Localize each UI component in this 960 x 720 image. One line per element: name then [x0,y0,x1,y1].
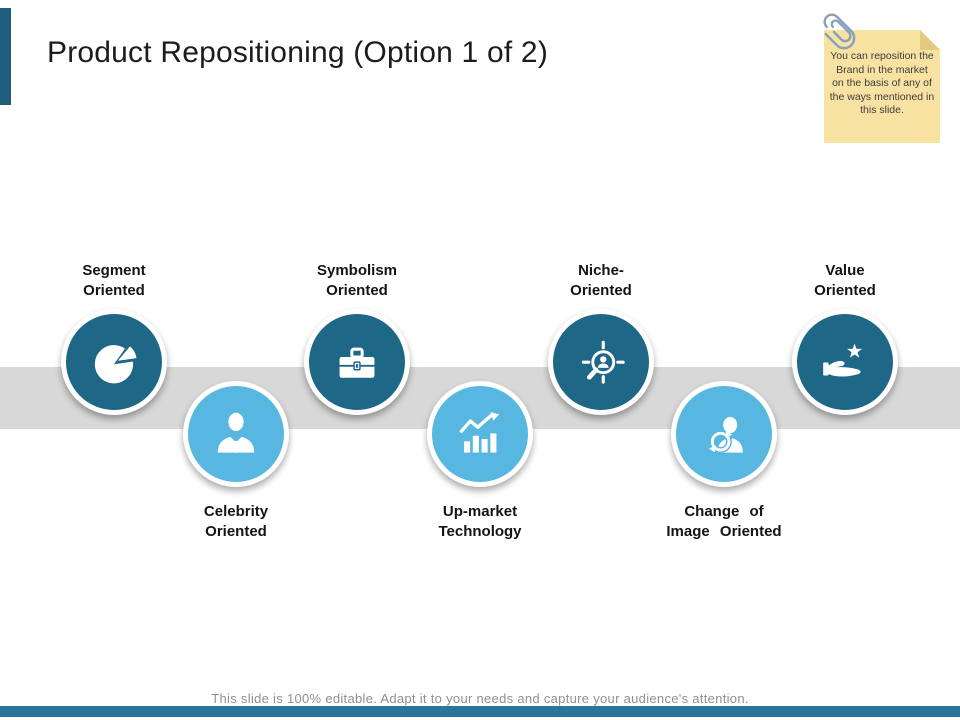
sticky-note-line: You can reposition the [830,50,934,62]
circle-segment-oriented [61,309,167,415]
sticky-note-line: this slide. [860,104,904,116]
label-up-market-technology: Up-market Technology [438,503,522,540]
circle-celebrity-oriented [183,381,289,487]
label-symbolism-oriented: Symbolism Oriented [316,262,398,299]
pie-chart-icon [94,345,137,384]
label-segment-oriented: Segment Oriented [82,262,146,299]
growth-chart-icon [459,411,500,453]
footer-note: This slide is 100% editable. Adapt it to… [211,691,749,706]
paperclip-icon [820,8,862,54]
circle-change-of-image-oriented [671,381,777,487]
circle-niche-oriented [548,309,654,415]
sticky-note-line: Brand in the market [836,63,928,76]
sticky-note-line: the ways mentioned in [829,90,935,103]
page-title: Product Repositioning (Option 1 of 2) [47,36,549,69]
bottom-accent-bar [0,706,960,717]
person-tie-icon [217,412,255,454]
label-value-oriented: Value Oriented [814,262,876,299]
hand-star-icon [823,343,863,377]
person-refresh-icon [708,416,743,453]
person-search-icon [581,340,625,384]
sticky-note-line: on the basis of any of [832,77,932,89]
title-accent-bar [0,8,11,105]
sticky-note-text: You can reposition the Brand in the mark… [824,50,940,118]
label-celebrity-oriented: Celebrity Oriented [203,503,269,540]
label-niche-oriented: Niche- Oriented [570,262,632,299]
circle-value-oriented [792,309,898,415]
circle-up-market-technology [427,381,533,487]
circle-symbolism-oriented [304,309,410,415]
sticky-note-fold [920,30,940,50]
label-change-of-image-oriented: Change of Image Oriented [666,503,782,540]
briefcase-icon [339,347,375,378]
